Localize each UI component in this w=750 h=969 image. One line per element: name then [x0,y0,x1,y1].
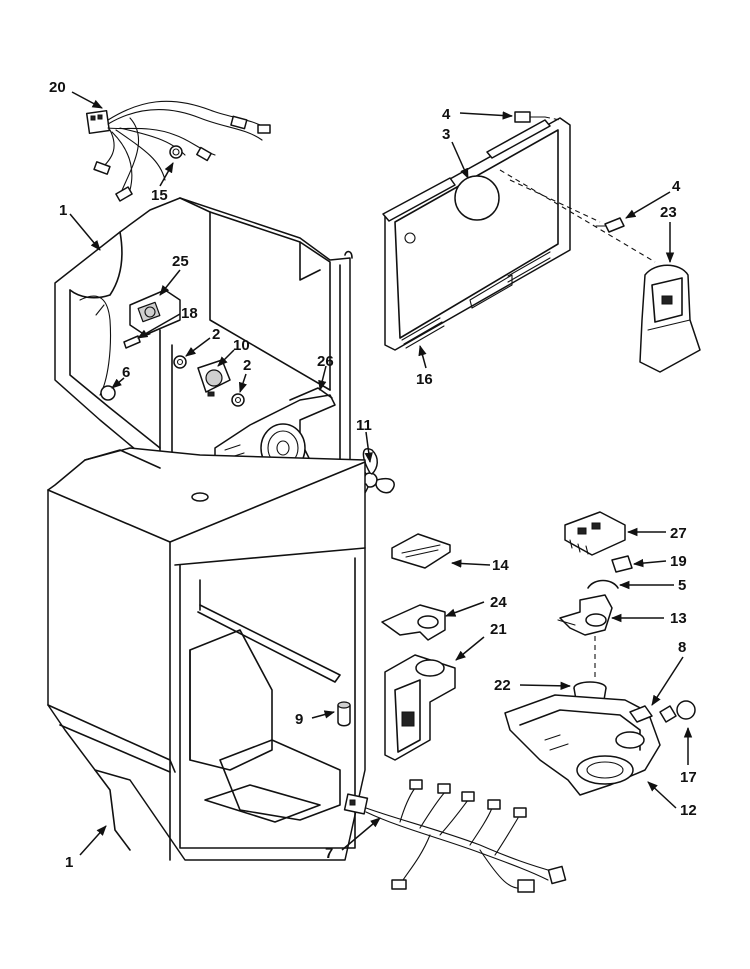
leader-19 [632,558,667,568]
part-17-bulb [659,700,696,723]
part-2-nut-upper [173,355,187,369]
part-21-duct-housing [384,654,456,761]
callout-7: 7 [325,845,333,862]
callout-17: 17 [680,769,697,786]
callout-4: 4 [672,178,681,195]
leader-4a [459,111,514,120]
leader-12 [647,781,677,809]
callout-1: 1 [59,202,67,219]
callout-25: 25 [172,253,189,270]
callout-leaders [69,91,693,856]
callout-23: 23 [660,204,677,221]
callout-19: 19 [670,553,687,570]
part-12-drain-pan [504,694,661,796]
part-23-air-tower [639,264,701,373]
callout-16: 16 [416,371,433,388]
part-16-rear-panel [384,117,571,351]
callout-2: 2 [243,357,251,374]
leader-25 [159,269,181,296]
part-23-guide-line [499,169,656,263]
leader-15 [159,162,174,187]
leader-9 [311,710,336,719]
callout-10: 10 [233,337,250,354]
part-10-thermostat [197,359,231,397]
callout-6: 6 [122,364,130,381]
part-14-cover [391,533,451,569]
part-4-screw-upper [514,111,561,123]
callout-3: 3 [442,126,450,143]
callout-5: 5 [678,577,686,594]
part-6-plug [100,385,116,401]
part-27-control-board [564,511,626,556]
part-24-duct-cover [381,604,446,641]
leader-10 [217,349,235,367]
leader-21 [455,636,485,661]
part-9-plug [337,701,351,727]
callout-13: 13 [670,610,687,627]
part-8-socket [629,705,653,723]
leader-2a [185,337,211,357]
leader-26 [318,365,327,392]
callout-15: 15 [151,187,168,204]
leader-4b [625,191,671,219]
callout-4: 4 [442,106,451,123]
leader-22 [519,681,572,691]
callout-1: 1 [65,854,73,871]
part-7-wire-harness [343,779,567,893]
part-1-fresh-food-liner [47,447,366,861]
panel-vent-slots [401,251,551,349]
callout-27: 27 [670,525,687,542]
callout-12: 12 [680,802,697,819]
callout-21: 21 [490,621,507,638]
leader-20 [71,91,103,109]
leader-8 [651,656,684,706]
part-5-ring [587,579,619,589]
leader-11 [364,431,373,464]
callout-8: 8 [678,639,686,656]
screw-guide-line [509,179,601,223]
leader-1a [69,213,101,251]
callout-22: 22 [494,677,511,694]
part-20-wire-harness [85,100,271,202]
leader-24 [445,601,485,617]
part-4-screw-lower [595,217,625,233]
leader-14 [450,559,491,568]
leader-3 [451,141,469,179]
part-25-control-housing [129,289,181,336]
part-3-gasket-strip [382,119,551,222]
leader-16 [418,344,427,369]
callout-labels: 20 15 1 25 18 2 10 2 6 26 11 4 3 4 23 16… [49,79,697,871]
callout-14: 14 [492,557,509,574]
leader-7 [341,817,381,851]
callout-9: 9 [295,711,303,728]
part-2-nut-lower [231,393,245,407]
callout-20: 20 [49,79,66,96]
callout-26: 26 [317,353,334,370]
callout-11: 11 [356,417,372,434]
callout-2: 2 [212,326,220,343]
leader-18 [137,313,181,339]
leader-1b [79,825,107,856]
leader-6 [111,377,125,389]
callout-24: 24 [490,594,507,611]
part-13-damper-housing [557,594,613,636]
callout-18: 18 [181,305,198,322]
leader-2b [239,373,247,393]
part-19-clip [611,555,633,573]
